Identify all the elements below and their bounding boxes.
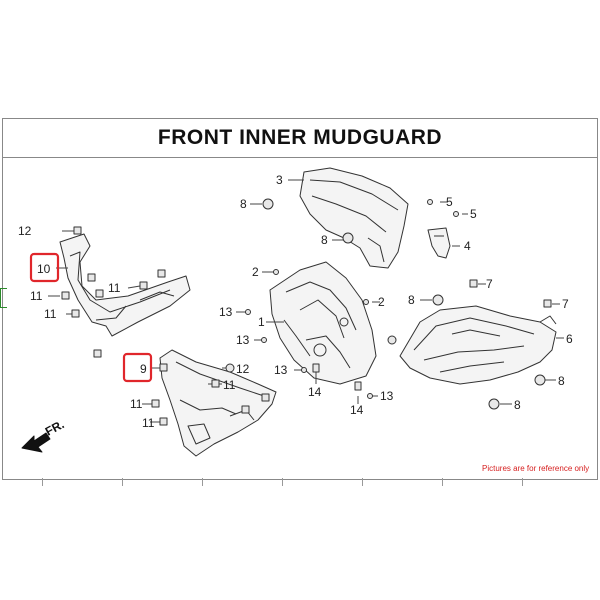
screw-13-icon <box>301 367 307 373</box>
callout-12: 12 <box>18 224 32 238</box>
callout-1: 1 <box>258 315 265 329</box>
callout-5: 5 <box>470 207 477 221</box>
clip-11-icon <box>93 349 102 358</box>
callout-14: 14 <box>308 385 322 399</box>
clip-11-icon <box>95 289 104 298</box>
screw-2-icon <box>363 299 369 305</box>
screw-13-icon <box>367 393 373 399</box>
part-10-bracket <box>59 233 191 337</box>
part-3-shroud <box>299 167 409 269</box>
callout-13: 13 <box>236 333 250 347</box>
clip-11-icon <box>241 405 250 414</box>
screw-12-icon <box>225 363 235 373</box>
clip-11-icon <box>159 363 168 372</box>
screw-13-icon <box>245 309 251 315</box>
clip-7-icon <box>543 299 552 308</box>
callout-10: 10 <box>37 262 51 276</box>
callout-11: 11 <box>44 307 57 321</box>
callout-2: 2 <box>252 265 259 279</box>
page-title: FRONT INNER MUDGUARD <box>157 125 443 149</box>
callout-11: 11 <box>130 397 143 411</box>
bolt-8-icon <box>432 294 444 306</box>
clip-11-icon <box>61 291 70 300</box>
grommet-icon <box>387 335 397 345</box>
clip-11-icon <box>261 393 270 402</box>
callout-14: 14 <box>350 403 364 417</box>
callout-11: 11 <box>108 281 121 295</box>
reference-disclaimer: Pictures are for reference only <box>482 464 590 473</box>
clip-11-icon <box>159 417 168 426</box>
callout-13: 13 <box>380 389 394 403</box>
part-4-bracket <box>427 227 451 259</box>
callout-labels: 12 10 11 11 11 3 8 8 2 1 13 13 2 5 5 4 7… <box>18 173 573 439</box>
screw-5-icon <box>427 199 433 205</box>
screw-12-icon <box>73 226 82 235</box>
highlight-boxes <box>29 252 153 383</box>
callout-8: 8 <box>240 197 247 211</box>
bolt-8-icon <box>262 198 274 210</box>
clip-11-icon <box>211 379 220 388</box>
screw-2-icon <box>273 269 279 275</box>
callout-8: 8 <box>408 293 415 307</box>
title-band: FRONT INNER MUDGUARD <box>2 118 598 158</box>
part-6-undercover <box>399 305 557 385</box>
clip-7-icon <box>469 279 478 288</box>
diagram-frame <box>2 118 598 480</box>
screw-13-icon <box>261 337 267 343</box>
callout-5: 5 <box>446 195 453 209</box>
front-direction-arrow <box>21 432 51 453</box>
callout-8: 8 <box>321 233 328 247</box>
edge-marker <box>0 288 7 308</box>
callout-8: 8 <box>514 398 521 412</box>
highlight-part-9 <box>122 352 153 383</box>
callout-3: 3 <box>276 173 283 187</box>
fastener-14-icon <box>312 363 320 373</box>
part-1-mudguard <box>269 261 377 385</box>
clip-11-icon <box>151 399 160 408</box>
fastener-14-icon <box>354 381 362 391</box>
screw-5-icon <box>453 211 459 217</box>
callout-13: 13 <box>219 305 233 319</box>
clip-11-icon <box>157 269 166 278</box>
callout-13: 13 <box>274 363 288 377</box>
bolt-8-icon <box>342 232 354 244</box>
callout-4: 4 <box>464 239 471 253</box>
callout-9: 9 <box>140 362 147 376</box>
bottom-ruler <box>2 478 598 486</box>
part-9-cover <box>159 349 277 457</box>
bolt-8-icon <box>488 398 500 410</box>
bolt-8-icon <box>534 374 546 386</box>
callout-11: 11 <box>223 378 236 392</box>
callout-12: 12 <box>236 362 250 376</box>
clip-11-icon <box>87 273 96 282</box>
callout-11: 11 <box>30 289 43 303</box>
clip-11-icon <box>139 281 148 290</box>
highlight-part-10 <box>29 252 60 283</box>
fasteners <box>61 198 552 426</box>
callout-2: 2 <box>378 295 385 309</box>
callout-7: 7 <box>486 277 493 291</box>
callout-11: 11 <box>142 416 155 430</box>
callout-6: 6 <box>566 332 573 346</box>
clip-11-icon <box>71 309 80 318</box>
callout-7: 7 <box>562 297 569 311</box>
callout-8: 8 <box>558 374 565 388</box>
